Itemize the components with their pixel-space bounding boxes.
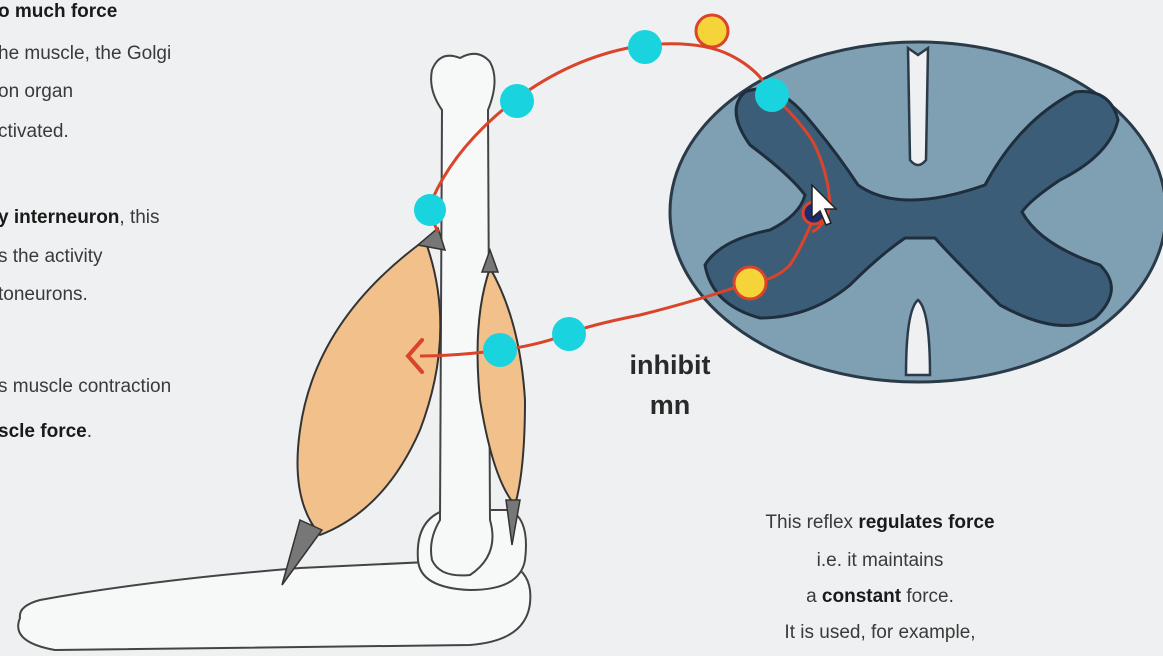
summary-line-3: a constant force. — [660, 582, 1100, 612]
text-line-9: scle force. — [0, 420, 92, 444]
text-line-4: ctivated. — [0, 120, 69, 144]
summary-line-2: i.e. it maintains — [660, 546, 1100, 576]
text-line-2: he muscle, the Golgi — [0, 42, 171, 66]
inhibit-label-line1: inhibit — [610, 348, 730, 382]
inhibit-mn-label: inhibit mn — [610, 348, 730, 422]
spinal-cord-dorsal-fissure — [908, 48, 928, 165]
motoneuron-cell-body — [734, 267, 766, 299]
biceps-muscle — [298, 240, 441, 535]
efferent-node-1 — [552, 317, 586, 351]
afferent-node-2 — [500, 84, 534, 118]
summary-line-4: It is used, for example, — [660, 618, 1100, 648]
afferent-node-3 — [628, 30, 662, 64]
inhibit-label-line2: mn — [610, 388, 730, 422]
text-line-1: o much force — [0, 0, 117, 24]
summary-line-1: This reflex regulates force — [660, 508, 1100, 538]
text-line-3: on organ — [0, 80, 73, 104]
afferent-node-1 — [414, 194, 446, 226]
text-line-6: s the activity — [0, 245, 103, 269]
sensory-cell-body — [696, 15, 728, 47]
afferent-node-4 — [755, 78, 789, 112]
efferent-node-2 — [483, 333, 517, 367]
text-line-5: y interneuron, this — [0, 206, 160, 230]
text-line-8: s muscle contraction — [0, 375, 171, 399]
reflex-summary-text: This reflex regulates force i.e. it main… — [660, 508, 1100, 648]
text-line-7: toneurons. — [0, 283, 88, 307]
